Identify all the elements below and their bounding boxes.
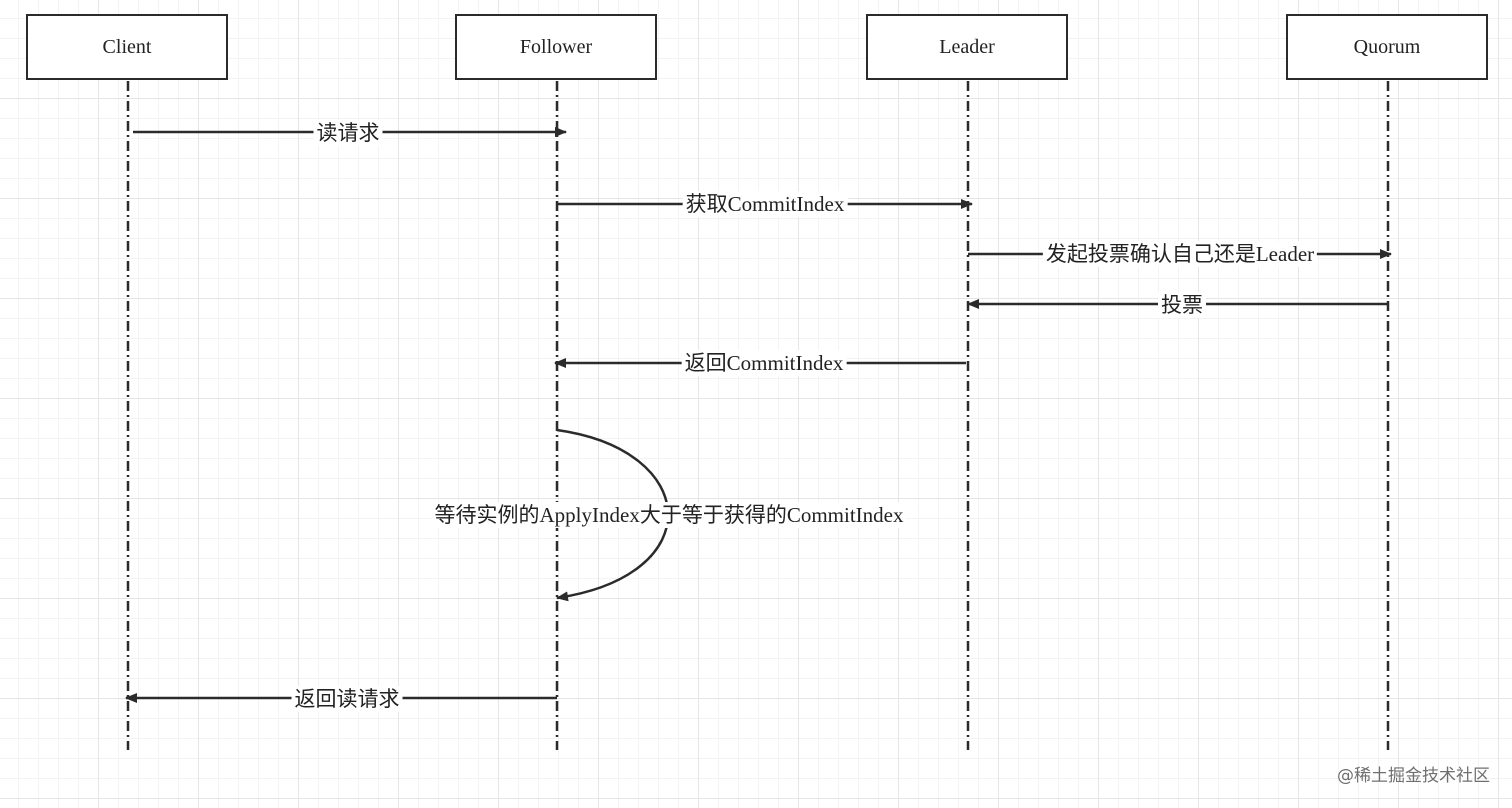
participant-quorum: Quorum	[1286, 14, 1488, 80]
label-start-vote: 发起投票确认自己还是Leader	[1042, 241, 1318, 267]
label-get-commit-index: 获取CommitIndex	[682, 191, 848, 217]
watermark-text: @稀土掘金技术社区	[1337, 766, 1490, 786]
participant-leader: Leader	[866, 14, 1068, 80]
participant-client: Client	[26, 14, 228, 80]
label-return-commit-index: 返回CommitIndex	[681, 350, 847, 376]
label-wait-apply-index: 等待实例的ApplyIndex大于等于获得的CommitIndex	[431, 502, 907, 528]
participant-follower: Follower	[455, 14, 657, 80]
label-read-request: 读请求	[313, 120, 383, 146]
label-return-read-request: 返回读请求	[291, 686, 403, 712]
label-vote: 投票	[1158, 292, 1206, 318]
